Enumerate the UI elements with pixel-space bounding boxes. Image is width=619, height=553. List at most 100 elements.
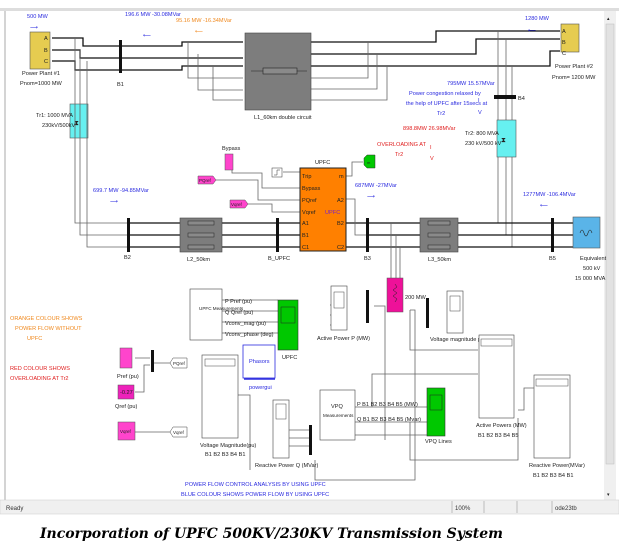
flow-label-b3: 687MW -27MVar <box>355 183 397 189</box>
power-plant-2[interactable]: A B C <box>560 23 580 57</box>
active-power-p-label: Active Power P (MW) <box>317 336 370 342</box>
mux-voltage <box>426 298 429 328</box>
active-power-p-scope[interactable] <box>330 285 348 331</box>
voltage-magnitude-pu-scope[interactable] <box>201 354 239 439</box>
arrow-left-icon: ⟵ <box>528 28 537 34</box>
step-block[interactable] <box>271 167 283 178</box>
qref-label: Qref (pu) <box>115 404 138 410</box>
vertical-scrollbar[interactable]: ▴ ▾ <box>604 11 616 501</box>
signal-label: P Pref (pu) <box>225 299 252 305</box>
signal-label: Q B1 B2 B3 B4 B5 (Mvar) <box>357 417 421 423</box>
legend-note: UPFC <box>27 336 42 342</box>
transformer-tr2[interactable]: ⧗ <box>496 119 517 158</box>
arrow-right-icon: ⟶ <box>30 25 39 31</box>
powergui-phasors[interactable]: Phasors <box>242 344 276 380</box>
svg-text:▾: ▾ <box>607 492 610 498</box>
current-label: I <box>478 98 480 104</box>
voltage-magnitude-pu-buses: B1 B2 B3 B4 B1 <box>205 452 245 458</box>
pp1-label: Power Plant #1 <box>22 71 60 77</box>
status-text: Ready <box>6 506 23 512</box>
upfc-block[interactable]: Trip Bypass PQref Vqref A1 B1 C1 m A2 B2… <box>299 167 347 252</box>
vpq-measurements-block[interactable]: VPQ Measurements <box>319 389 356 441</box>
flow-label-b2: 699.7 MW -94.85MVar <box>93 188 149 194</box>
power-plant-1[interactable]: A B C <box>29 31 51 70</box>
bus-b2[interactable] <box>127 218 130 252</box>
svg-text:C: C <box>562 51 566 57</box>
active-powers-scope[interactable] <box>478 334 515 419</box>
tr2-label: Tr2: 800 MVA <box>465 131 499 137</box>
flow-label-pp2: 1280 MW <box>525 16 550 22</box>
upfc-measurements-block[interactable]: UPFC Measurements <box>189 288 244 341</box>
vqref-constant[interactable]: Vqref <box>117 421 136 441</box>
tr1-label: Tr1: 1000 MVA <box>36 113 73 119</box>
load-label: 200 MW <box>405 295 427 301</box>
svg-text:Vqref: Vqref <box>173 430 185 435</box>
svg-text:Bypass: Bypass <box>302 186 321 192</box>
m-scope[interactable]: m <box>363 154 376 169</box>
signal-label: Vconv_mag (pu) <box>225 321 266 327</box>
upfc-scope-label: UPFC <box>282 355 297 361</box>
vpq-lines-scope[interactable] <box>426 387 446 437</box>
equivalent-label: Equivalent <box>580 256 607 262</box>
svg-text:C1: C1 <box>302 245 309 251</box>
bus-b4-label: B4 <box>518 96 525 102</box>
upfc-scope[interactable] <box>277 299 299 351</box>
line-l1[interactable] <box>244 32 312 111</box>
pqref-goto-tag[interactable]: PQref <box>197 175 217 185</box>
reactive-power-scope[interactable] <box>533 374 571 459</box>
svg-text:UPFC: UPFC <box>325 210 340 216</box>
zoom-level: 100% <box>455 506 471 512</box>
vqref-from-tag[interactable]: Vqref <box>169 426 188 438</box>
voltage-magnitude-scope[interactable] <box>446 290 464 334</box>
pp2-label: Power Plant #2 <box>555 64 593 70</box>
bus-b-upfc[interactable] <box>276 218 279 252</box>
voltage-label: V <box>430 156 434 162</box>
voltage-magnitude-label: Voltage magnitude pu <box>430 337 484 343</box>
bus-b3[interactable] <box>366 218 369 252</box>
svg-text:A2: A2 <box>337 198 344 204</box>
current-label: I <box>430 145 432 151</box>
line-l3-label: L3_50km <box>428 257 451 263</box>
line-l1-label: L1_60km double circuit <box>254 115 312 121</box>
pp1-pnom: Pnom=1000 MW <box>20 81 63 87</box>
legend-note: ORANGE COLOUR SHOWS <box>10 316 83 322</box>
pref-label: Pref (pu) <box>117 374 139 380</box>
bus-b1[interactable] <box>119 40 122 73</box>
legend-note: BLUE COLOUR SHOWS POWER FLOW BY USING UP… <box>181 492 329 498</box>
pref-constant[interactable] <box>119 347 133 369</box>
bus-b2-label: B2 <box>124 255 131 261</box>
load-200mw[interactable] <box>386 277 404 313</box>
pp2-pnom: Pnom= 1200 MW <box>552 75 596 81</box>
upfc-title: UPFC <box>315 160 330 166</box>
qref-constant[interactable]: -0.27 <box>117 384 135 400</box>
bus-b4[interactable] <box>494 95 516 99</box>
overloading-note: OVERLOADING AT <box>377 142 427 148</box>
line-l3[interactable] <box>419 217 459 253</box>
solver-name: ode23tb <box>555 506 577 512</box>
line-l2-label: L2_50km <box>187 257 210 263</box>
line-l2[interactable] <box>179 217 223 253</box>
arrow-right-icon: ⟶ <box>110 199 119 205</box>
equivalent-source[interactable] <box>572 216 601 249</box>
svg-text:B1: B1 <box>302 233 309 239</box>
svg-text:UPFC Measurements: UPFC Measurements <box>199 306 244 311</box>
svg-text:C2: C2 <box>337 245 344 251</box>
svg-text:B2: B2 <box>337 221 344 227</box>
svg-text:PQref: PQref <box>199 178 212 183</box>
vqref-goto-tag[interactable]: Vqref <box>229 199 249 209</box>
reactive-power-q-label: Reactive Power Q (MVar) <box>255 463 318 469</box>
bus-b5[interactable] <box>551 218 554 252</box>
svg-text:PQref: PQref <box>302 198 317 204</box>
status-bar: Ready 100% ode23tb <box>0 499 619 515</box>
figure-caption: Incorporation of UPFC 500KV/230KV Transm… <box>39 526 503 542</box>
signal-label: Vconv_phase (deg) <box>225 332 274 338</box>
pqref-from-tag[interactable]: PQref <box>169 357 188 369</box>
reactive-power-q-scope[interactable] <box>272 399 290 459</box>
mux-pqref <box>151 350 154 372</box>
transformer-tr1[interactable]: ⧗ <box>69 103 89 139</box>
tr1-ratio: 230kV/500kV <box>42 123 76 129</box>
svg-text:A: A <box>562 29 566 35</box>
legend-note: POWER FLOW CONTROL ANALYSIS BY USING UPF… <box>185 482 326 488</box>
bypass-constant[interactable] <box>224 153 234 171</box>
transformer-icon: ⧗ <box>74 120 79 127</box>
